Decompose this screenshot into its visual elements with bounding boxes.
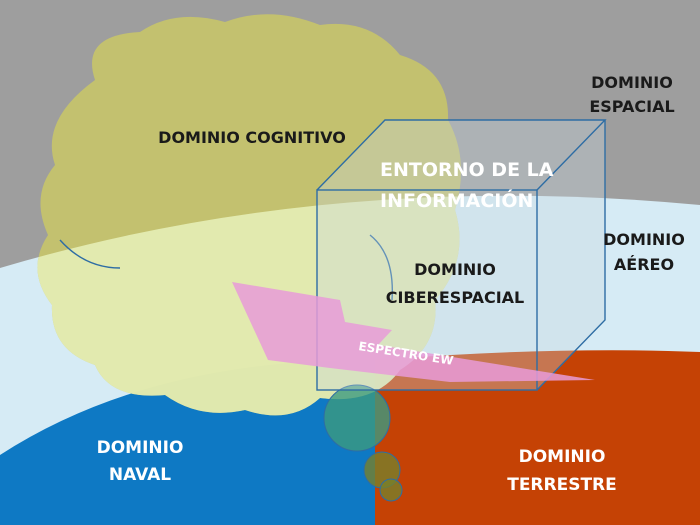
cyberspace-domain-label-line1: DOMINIO xyxy=(414,260,496,279)
cloud-air-overlap xyxy=(37,195,462,416)
terrestre-domain-label-line2: TERRESTRE xyxy=(507,475,617,495)
space-domain-label-line1: DOMINIO xyxy=(591,73,673,92)
info-environment-label-line2: INFORMACIÓN xyxy=(380,188,533,212)
ew-spectrum-band xyxy=(232,282,595,382)
naval-domain-label-line1: DOMINIO xyxy=(97,438,184,458)
cyberspace-domain-label-line2: CIBERESPACIAL xyxy=(386,288,525,307)
thought-bubbles xyxy=(323,384,403,502)
space-domain-label-line2: ESPACIAL xyxy=(589,97,674,116)
terrestre-domain-label-line1: DOMINIO xyxy=(519,447,606,467)
cyberspace-cube xyxy=(316,119,607,391)
terrestre-domain-region xyxy=(375,350,700,525)
naval-domain-label-line2: NAVAL xyxy=(109,465,171,485)
cognitive-domain-label: DOMINIO COGNITIVO xyxy=(158,128,346,147)
cloud-inner-arcs xyxy=(59,234,394,301)
info-environment-label-line1: ENTORNO DE LA xyxy=(380,159,554,181)
air-domain-label-line1: DOMINIO xyxy=(603,230,685,249)
air-domain-label-line2: AÉREO xyxy=(614,255,674,274)
